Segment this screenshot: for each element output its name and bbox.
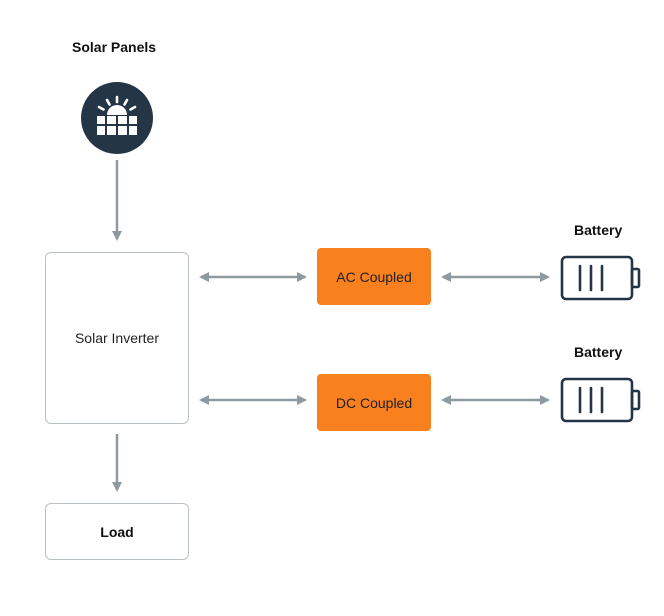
battery-icon [560,377,641,423]
load-box: Load [45,503,189,560]
solar-panels-title: Solar Panels [72,39,157,55]
dc-coupled-box: DC Coupled [317,374,431,431]
ac-coupled-box: AC Coupled [317,248,431,305]
load-label: Load [100,523,134,540]
battery-icon [560,255,641,301]
battery-label-ac: Battery [574,222,623,238]
solar-inverter-box: Solar Inverter [45,252,189,424]
battery-label-dc: Battery [574,344,623,360]
solar-panel-icon [81,82,153,154]
solar-inverter-label: Solar Inverter [74,330,160,346]
dc-coupled-label: DC Coupled [335,394,413,411]
ac-coupled-label: AC Coupled [336,268,412,285]
